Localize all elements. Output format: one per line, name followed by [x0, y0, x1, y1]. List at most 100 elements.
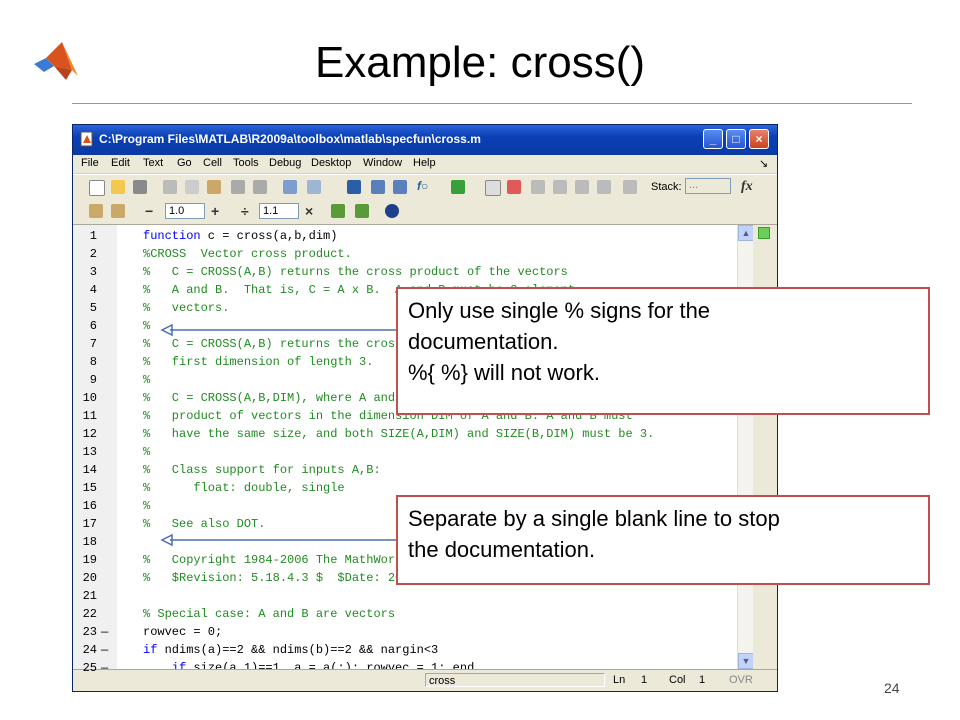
menu-go[interactable]: Go: [177, 157, 192, 169]
function-browser-icon[interactable]: f○: [417, 179, 429, 193]
line-number: 2: [89, 247, 97, 261]
callout-1-line-2: documentation.: [408, 329, 559, 354]
copy-icon[interactable]: [185, 180, 199, 194]
decrement-value-input[interactable]: [165, 203, 205, 219]
divide-button[interactable]: ÷: [241, 203, 249, 219]
set-breakpoint-icon[interactable]: [485, 180, 501, 196]
menu-tools[interactable]: Tools: [233, 157, 259, 169]
window-title: C:\Program Files\MATLAB\R2009a\toolbox\m…: [99, 132, 481, 146]
increment-button[interactable]: +: [211, 203, 220, 219]
save-icon[interactable]: [133, 180, 147, 194]
code-line[interactable]: function c = cross(a,b,dim): [143, 227, 737, 245]
menu-debug[interactable]: Debug: [269, 157, 302, 169]
code-keyword: function: [143, 229, 201, 243]
code-line[interactable]: % float: double, single: [143, 479, 737, 497]
code-comment: %: [143, 499, 151, 513]
clear-breakpoints-icon[interactable]: [507, 180, 521, 194]
status-ln-value: 1: [641, 674, 648, 686]
code-comment: % Special case: A and B are vectors: [143, 607, 396, 621]
callout-2-line-2: the documentation.: [408, 537, 596, 562]
code-comment: % See also DOT.: [143, 517, 266, 531]
uncomment-cell-icon[interactable]: [355, 204, 369, 218]
paste-icon[interactable]: [207, 180, 221, 194]
code-line[interactable]: if ndims(a)==2 && ndims(b)==2 && nargin<…: [143, 641, 737, 659]
callout-1-line-3: %{ %} will not work.: [408, 360, 600, 385]
multiply-button[interactable]: ×: [305, 203, 314, 219]
evaluate-cell-icon[interactable]: [111, 204, 125, 218]
code-line[interactable]: % first dimension of length 3.: [143, 353, 737, 371]
code-line[interactable]: %: [143, 497, 737, 515]
redo-icon[interactable]: [253, 180, 267, 194]
new-file-icon[interactable]: [89, 180, 105, 196]
menu-file[interactable]: File: [81, 157, 99, 169]
callout-arrow-1: [160, 323, 400, 337]
menu-help[interactable]: Help: [413, 157, 436, 169]
matlab-logo-icon: [34, 42, 78, 80]
menu-text[interactable]: Text: [143, 157, 164, 169]
code-line[interactable]: % Special case: A and B are vectors: [143, 605, 737, 623]
window-titlebar[interactable]: C:\Program Files\MATLAB\R2009a\toolbox\m…: [73, 125, 777, 155]
insert-cell-icon[interactable]: [89, 204, 103, 218]
line-number: 19: [82, 553, 97, 567]
step-out-icon[interactable]: [575, 180, 589, 194]
code-line[interactable]: [143, 587, 737, 605]
breakpoint-dash[interactable]: —: [101, 643, 109, 657]
code-text: size(a,1)==1, a = a(:); rowvec = 1; end: [186, 661, 475, 669]
code-comment: % product of vectors in the dimension DI…: [143, 409, 633, 423]
line-number: 8: [89, 355, 97, 369]
code-line[interactable]: %: [143, 371, 737, 389]
comment-cell-icon[interactable]: [331, 204, 345, 218]
open-folder-icon[interactable]: [111, 180, 125, 194]
code-analyzer-indicator[interactable]: [758, 227, 770, 239]
menu-dock-icon[interactable]: ↘: [759, 158, 769, 170]
fx-button[interactable]: fx: [741, 179, 753, 194]
menu-desktop[interactable]: Desktop: [311, 157, 352, 169]
step-in-icon[interactable]: [553, 180, 567, 194]
breakpoint-dash[interactable]: —: [101, 661, 109, 675]
maximize-button[interactable]: □: [726, 129, 746, 149]
minimize-button[interactable]: _: [703, 129, 723, 149]
code-line[interactable]: %: [143, 317, 737, 335]
code-line[interactable]: % Class support for inputs A,B:: [143, 461, 737, 479]
code-comment: % float: double, single: [143, 481, 345, 495]
breakpoint-dash[interactable]: —: [101, 625, 109, 639]
line-number: 24: [82, 643, 97, 657]
continue-icon[interactable]: [597, 180, 611, 194]
help-info-icon[interactable]: [385, 204, 399, 218]
line-number: 9: [89, 373, 97, 387]
callout-2-line-1: Separate by a single blank line to stop: [408, 506, 780, 531]
forward-arrow-icon[interactable]: [393, 180, 407, 194]
menu-edit[interactable]: Edit: [111, 157, 130, 169]
menu-cell[interactable]: Cell: [203, 157, 222, 169]
code-line[interactable]: rowvec = 0;: [143, 623, 737, 641]
undo-icon[interactable]: [231, 180, 245, 194]
print-icon[interactable]: [283, 180, 297, 194]
step-icon[interactable]: [531, 180, 545, 194]
line-number: 21: [82, 589, 97, 603]
close-button[interactable]: ×: [749, 129, 769, 149]
code-line[interactable]: % product of vectors in the dimension DI…: [143, 407, 737, 425]
decrement-button[interactable]: −: [145, 203, 154, 219]
scroll-down-button[interactable]: ▼: [738, 653, 754, 669]
stack-dropdown[interactable]: ...: [685, 178, 731, 194]
code-line[interactable]: %: [143, 443, 737, 461]
code-line[interactable]: % have the same size, and both SIZE(A,DI…: [143, 425, 737, 443]
code-line[interactable]: % C = CROSS(A,B) returns the cross produ…: [143, 263, 737, 281]
code-line[interactable]: if size(a,1)==1, a = a(:); rowvec = 1; e…: [143, 659, 737, 669]
code-line[interactable]: % See also DOT.: [143, 515, 737, 533]
menu-window[interactable]: Window: [363, 157, 403, 169]
line-number: 10: [82, 391, 97, 405]
exit-debug-icon[interactable]: [623, 180, 637, 194]
main-toolbar: f○ Stack: ... fx: [73, 174, 777, 202]
callout-blank-line: Separate by a single blank line to stop …: [396, 495, 930, 585]
scroll-up-button[interactable]: ▲: [738, 225, 754, 241]
cut-icon[interactable]: [163, 180, 177, 194]
find-files-icon[interactable]: [307, 180, 321, 194]
back-arrow-icon[interactable]: [371, 180, 385, 194]
code-line[interactable]: %CROSS Vector cross product.: [143, 245, 737, 263]
line-number: 17: [82, 517, 97, 531]
divide-value-input[interactable]: [259, 203, 299, 219]
code-line[interactable]: % vectors.: [143, 299, 737, 317]
binoculars-icon[interactable]: [347, 180, 361, 194]
run-icon[interactable]: [451, 180, 465, 194]
